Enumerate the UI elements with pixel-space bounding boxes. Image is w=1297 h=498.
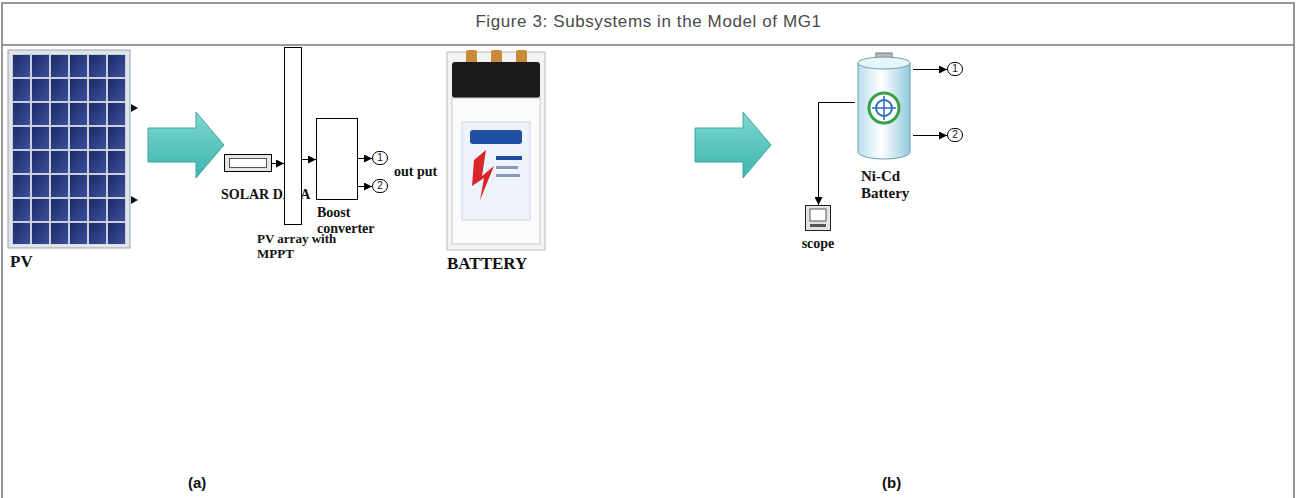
block-label: Boost converter: [317, 205, 397, 237]
battery-picture: [447, 50, 545, 250]
block-label: scope: [797, 236, 839, 252]
panel-label: (b): [882, 474, 901, 491]
battery-symbol: [855, 52, 913, 162]
port-number: 2: [952, 129, 958, 141]
scope-screen: [810, 209, 826, 221]
transform-arrow: [695, 112, 771, 178]
battery-block: Ni-Cd Battery: [855, 52, 913, 162]
signal-line: [358, 158, 372, 159]
port-number: 1: [377, 152, 383, 164]
outport-block: 2: [372, 179, 388, 193]
display-block: SOLAR DATA: [224, 154, 272, 172]
outport-block: 1: [372, 151, 388, 165]
port-number: 2: [377, 180, 383, 192]
battery-mark: [869, 93, 899, 123]
pv-panel-picture: [8, 50, 138, 248]
pv-array-block: PV array with MPPT: [284, 47, 302, 225]
transform-arrow: [148, 112, 224, 178]
signal-line: [913, 135, 947, 136]
scope-base: [810, 224, 826, 227]
port-number: 1: [952, 63, 958, 75]
scope-symbol: [805, 205, 831, 231]
scope-body: [806, 206, 831, 231]
outport-block: 1: [947, 62, 963, 76]
boost-converter-block: Boost converter: [316, 118, 358, 200]
signal-line: [302, 159, 316, 160]
outport-block: 2: [947, 128, 963, 142]
part-label: PV: [10, 252, 33, 272]
battery-mark: [872, 96, 896, 120]
figure-frame: [2, 3, 1294, 498]
panel-label: (a): [188, 474, 206, 491]
signal-line: [913, 69, 947, 70]
block-label: PV array with MPPT: [257, 232, 357, 262]
signal-line: [358, 186, 372, 187]
title-rule: [2, 44, 1294, 46]
scope-block: scope: [805, 205, 831, 231]
battery-body: [858, 63, 910, 159]
output-label: out put: [394, 164, 437, 180]
part-label: BATTERY: [447, 254, 527, 274]
signal-line: [819, 103, 856, 206]
battery-top: [858, 57, 910, 69]
figure-title: Figure 3: Subsystems in the Model of MG1: [0, 12, 1297, 32]
block-label: Ni-Cd Battery: [861, 168, 943, 203]
display-window: [229, 158, 267, 168]
signal-line: [272, 163, 284, 164]
